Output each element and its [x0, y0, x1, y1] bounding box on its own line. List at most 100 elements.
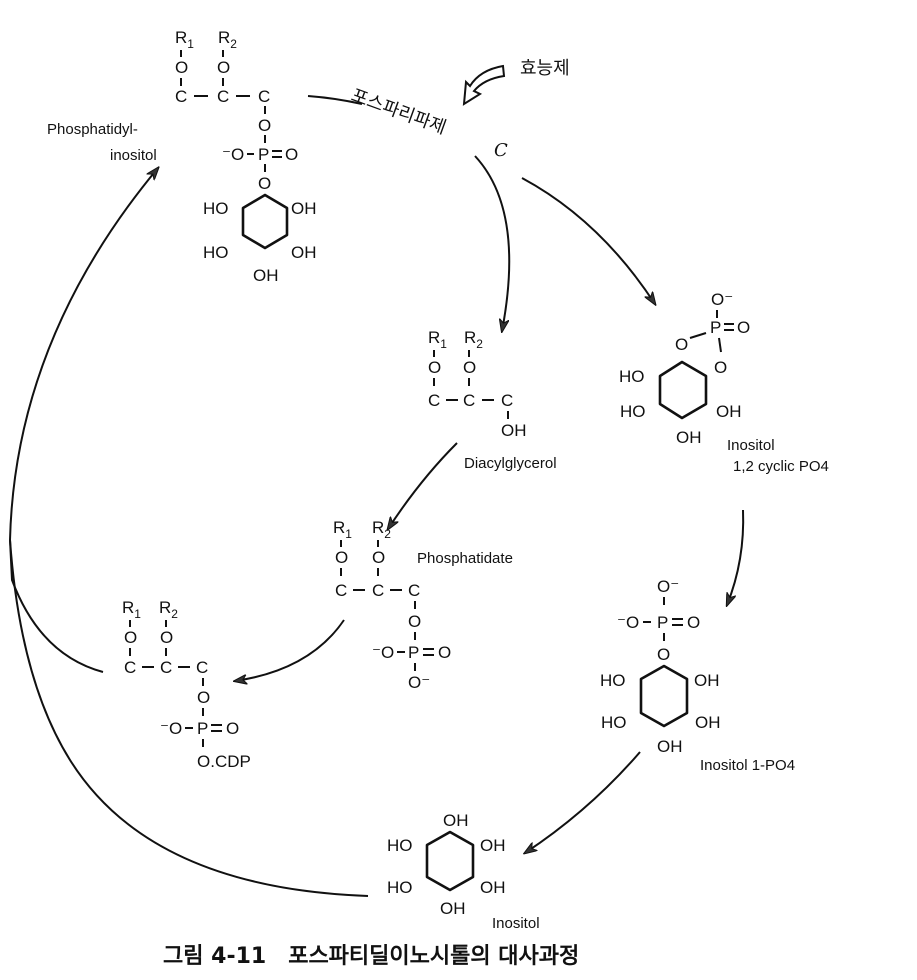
arrow-cyclic-to-i1p [727, 509, 745, 605]
atom-c: C [408, 581, 420, 600]
atom-oh: OH [694, 671, 720, 690]
atom-ho: HO [203, 199, 229, 218]
atom-o: O [408, 612, 421, 631]
label-inositol-cyclic: Inositol [727, 437, 775, 454]
atom-c: C [428, 391, 440, 410]
inositol-ring [658, 360, 708, 420]
atom-oh: OH [501, 421, 527, 440]
atom-r1: R1 [333, 518, 352, 541]
atom-o-minus: O⁻ [711, 290, 733, 309]
compound-inositol: OH HO OH HO OH OH Inositol [387, 811, 540, 932]
label-diacylglycerol: Diacylglycerol [464, 455, 557, 472]
inositol-ring [425, 830, 475, 892]
label-phosphatidate: Phosphatidate [417, 550, 513, 567]
inositol-ring [639, 664, 689, 728]
atom-p: P [710, 318, 721, 337]
atom-o: O [258, 174, 271, 193]
atom-p: P [197, 719, 208, 738]
atom-ho: HO [620, 402, 646, 421]
atom-r1: R1 [122, 598, 141, 621]
atom-p: P [258, 145, 269, 164]
atom-ho: HO [387, 836, 413, 855]
atom-o: O [285, 145, 298, 164]
atom-r1: R1 [428, 328, 447, 351]
arrow-inositol-join [9, 539, 369, 897]
atom-ho: HO [387, 878, 413, 897]
atom-o-minus: ⁻O [372, 643, 394, 662]
atom-o: O [687, 613, 700, 632]
atom-c: C [463, 391, 475, 410]
enzyme-suffix: C [494, 140, 508, 161]
arrow-dag-to-phosphatidate [388, 442, 458, 529]
label-inositol-1-phosphate: Inositol 1-PO4 [700, 757, 795, 774]
compound-cdp-diacylglycerol: R1 R2 O O C C C O ⁻O P O O.CDP [122, 598, 251, 771]
atom-c: C [124, 658, 136, 677]
arrow-pi-to-cyclic [521, 177, 655, 304]
atom-c: C [196, 658, 208, 677]
atom-c: C [501, 391, 513, 410]
enzyme-label: 포스파리파제 [348, 85, 449, 139]
atom-ho: HO [600, 671, 626, 690]
compound-inositol-1-phosphate: O⁻ ⁻O P O O HO OH HO OH OH Inositol 1-PO… [600, 577, 795, 774]
atom-o-minus: ⁻O [222, 145, 244, 164]
atom-r2: R2 [464, 328, 483, 351]
atom-o: O [737, 318, 750, 337]
atom-c: C [372, 581, 384, 600]
label-o-cdp: O.CDP [197, 752, 251, 771]
arrow-cdp-join [9, 539, 104, 673]
atom-oh: OH [253, 266, 279, 285]
label-phosphatidylinositol-2: inositol [110, 147, 157, 164]
atom-o: O [124, 628, 137, 647]
compound-diacylglycerol: R1 R2 O O C C C OH Diacylglycerol [428, 328, 557, 472]
atom-o: O [657, 645, 670, 664]
atom-o: O [335, 548, 348, 567]
atom-p: P [657, 613, 668, 632]
atom-o: O [438, 643, 451, 662]
atom-o-minus: ⁻O [617, 613, 639, 632]
arrow-pi-to-dag [474, 155, 511, 331]
inositol-ring [241, 193, 289, 250]
atom-o: O [372, 548, 385, 567]
atom-oh: OH [291, 199, 317, 218]
atom-c: C [335, 581, 347, 600]
atom-o: O [217, 58, 230, 77]
atom-oh: OH [443, 811, 469, 830]
atom-ho: HO [619, 367, 645, 386]
atom-ho: HO [601, 713, 627, 732]
atom-oh: OH [657, 737, 683, 756]
atom-r2: R2 [218, 28, 237, 51]
atom-o: O [428, 358, 441, 377]
atom-o: O [675, 335, 688, 354]
atom-o: O [197, 688, 210, 707]
arrow-i1p-to-inositol [525, 751, 641, 853]
atom-c: C [160, 658, 172, 677]
atom-oh: OH [291, 243, 317, 262]
atom-oh: OH [676, 428, 702, 447]
atom-c: C [217, 87, 229, 106]
atom-oh: OH [480, 836, 506, 855]
atom-oh: OH [716, 402, 742, 421]
activator-label: 효능제 [520, 58, 570, 79]
atom-o-minus: O⁻ [408, 673, 430, 692]
atom-o: O [258, 116, 271, 135]
atom-r1: R1 [175, 28, 194, 51]
compound-phosphatidylinositol: R1 R2 O O C C C O ⁻O P O O HO OH HO OH O… [47, 28, 317, 285]
atom-oh: OH [440, 899, 466, 918]
atom-o: O [175, 58, 188, 77]
atom-o: O [714, 358, 727, 377]
atom-o: O [463, 358, 476, 377]
atom-o-minus: ⁻O [160, 719, 182, 738]
arrow-phosphatidate-to-cdp [235, 619, 345, 681]
atom-r2: R2 [372, 518, 391, 541]
atom-p: P [408, 643, 419, 662]
atom-o: O [160, 628, 173, 647]
atom-o: O [226, 719, 239, 738]
arrow-to-pi [9, 168, 158, 541]
compound-inositol-cyclic-phosphate: O⁻ P O O O HO HO OH OH Inositol 1,2 cycl… [619, 290, 829, 475]
atom-c: C [258, 87, 270, 106]
label-inositol-cyclic-2: 1,2 cyclic PO4 [733, 458, 829, 475]
label-inositol: Inositol [492, 915, 540, 932]
atom-ho: HO [203, 243, 229, 262]
atom-r2: R2 [159, 598, 178, 621]
